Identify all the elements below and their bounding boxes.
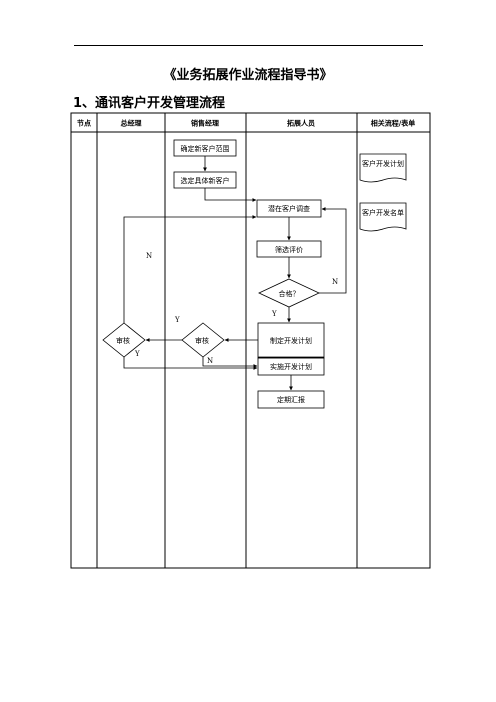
- document-title: 《业务拓展作业流程指导书》: [163, 68, 333, 83]
- step-define-scope-label: 确定新客户范围: [181, 144, 230, 153]
- arrow-select-to-survey: [204, 188, 257, 202]
- table-border: [70, 112, 431, 569]
- gm-no-label: N: [146, 252, 152, 260]
- arrow-sm-review-no-to-execute: [202, 357, 258, 368]
- column-header-related-forms: 相关流程/表单: [371, 119, 416, 128]
- plan-form-label: 客户开发计划: [362, 159, 404, 168]
- qualified-yes-label: Y: [271, 310, 277, 318]
- table-header: 节点 总经理 销售经理 拓展人员 相关流程/表单: [77, 119, 415, 128]
- gm-yes-label: Y: [134, 350, 140, 358]
- step-survey-label: 潜在客户调查: [268, 204, 310, 213]
- qualified-no-label: N: [332, 278, 338, 286]
- arrow-gm-review-no-to-survey: [123, 215, 257, 323]
- swimlane-table: [70, 112, 431, 569]
- step-select-client-label: 选定具体新客户: [181, 176, 230, 185]
- plan-form-document: [359, 153, 407, 183]
- qualified-decision-label: 合格？: [279, 289, 300, 298]
- step-screening-label: 筛选评价: [275, 245, 303, 254]
- list-form-label: 客户开发名单: [362, 208, 404, 217]
- sm-review-label: 审核: [195, 336, 209, 345]
- column-header-general-manager: 总经理: [121, 119, 142, 128]
- column-header-node: 节点: [77, 119, 91, 128]
- step-execute-plan-label: 实施开发计划: [270, 362, 312, 371]
- list-form-document: [359, 202, 407, 232]
- step-report-label: 定期汇报: [277, 395, 305, 404]
- step-report-box: [257, 390, 325, 409]
- column-header-sales-manager: 销售经理: [190, 119, 219, 128]
- arrow-qualified-no-to-survey: [319, 207, 347, 294]
- sm-yes-label: Y: [174, 316, 180, 324]
- header-rule: [74, 45, 423, 46]
- section-heading: 1、通讯客户开发管理流程: [73, 96, 226, 111]
- column-header-expansion-staff: 拓展人员: [287, 119, 315, 128]
- step-make-plan-label: 制定开发计划: [270, 336, 312, 345]
- sm-no-label: N: [207, 357, 213, 365]
- gm-review-label: 审核: [116, 336, 130, 345]
- arrow-gm-review-yes-to-execute: [123, 357, 258, 370]
